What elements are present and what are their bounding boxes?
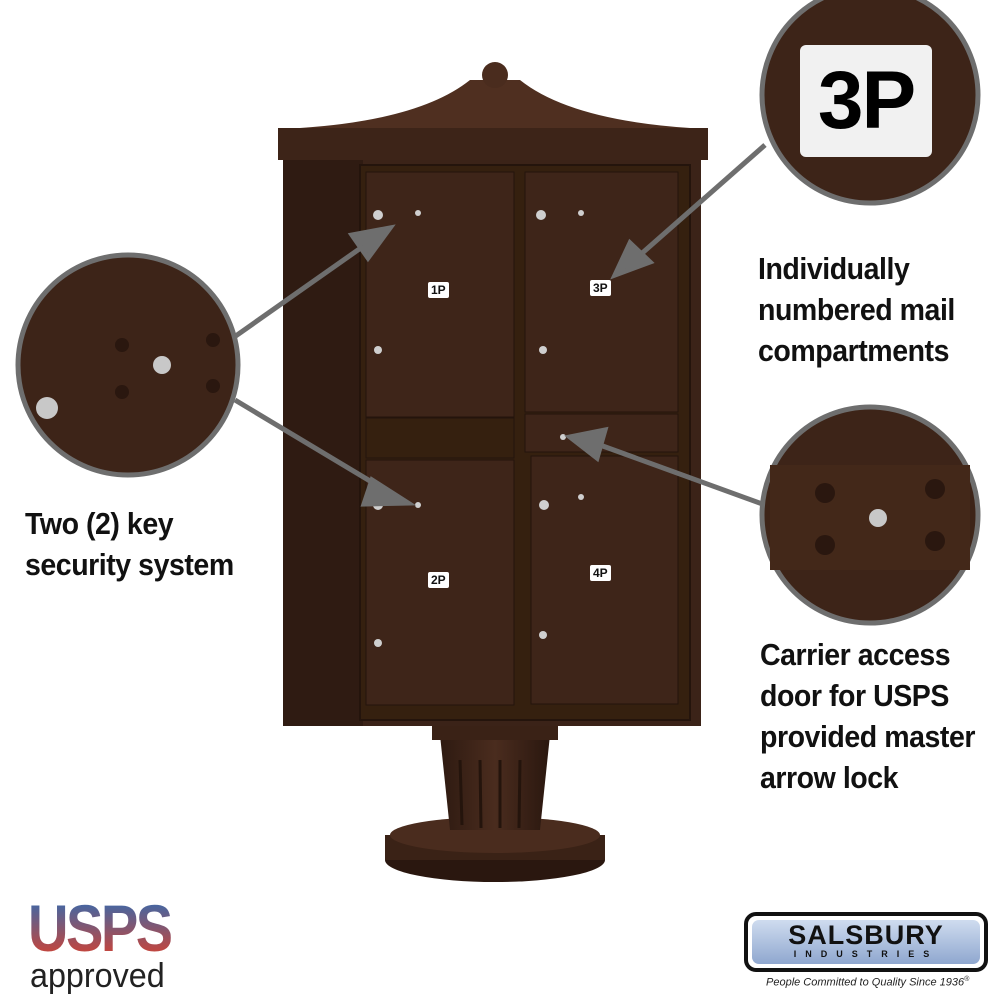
compartment-label-2p: 2P (428, 572, 449, 588)
callout-line: numbered mail (758, 292, 955, 327)
callout-line: security system (25, 547, 234, 582)
compartment-label-3p: 3P (590, 280, 611, 296)
compartment-label-4p: 4P (590, 565, 611, 581)
salsbury-logo-sub: INDUSTRIES (793, 949, 939, 959)
salsbury-logo-name: SALSBURY (788, 920, 944, 950)
callout-line: arrow lock (760, 760, 899, 795)
compartment-label-1p: 1P (428, 282, 449, 298)
salsbury-logo: SALSBURY INDUSTRIES (744, 912, 988, 972)
callout-key-security: Two (2) key security system (25, 503, 234, 585)
callout-line: Individually (758, 251, 910, 286)
pedestal (385, 722, 605, 882)
tagline-text: People Committed to Quality Since 1936 (766, 976, 965, 989)
callout-line: Carrier access (760, 637, 951, 672)
usps-logo-word: USPS (28, 891, 173, 965)
zoomed-number-label: 3P (800, 45, 932, 157)
callout-carrier-access: Carrier access door for USPS provided ma… (760, 634, 975, 798)
callout-line: door for USPS (760, 678, 949, 713)
callout-numbered-compartments: Individually numbered mail compartments (758, 248, 955, 371)
zoom-circle-key-lock (15, 252, 241, 478)
salsbury-tagline: People Committed to Quality Since 1936® (766, 976, 969, 989)
usps-logo-sub: approved (30, 957, 165, 995)
callout-arrows (228, 143, 767, 508)
callout-line: compartments (758, 333, 950, 368)
callout-line: Two (2) key (25, 506, 174, 541)
callout-line: provided master (760, 719, 976, 754)
registered-mark: ® (964, 976, 970, 983)
zoom-circle-carrier-door (759, 404, 981, 626)
cabinet (278, 62, 708, 726)
usps-approved-logo: USPS approved (28, 891, 196, 995)
